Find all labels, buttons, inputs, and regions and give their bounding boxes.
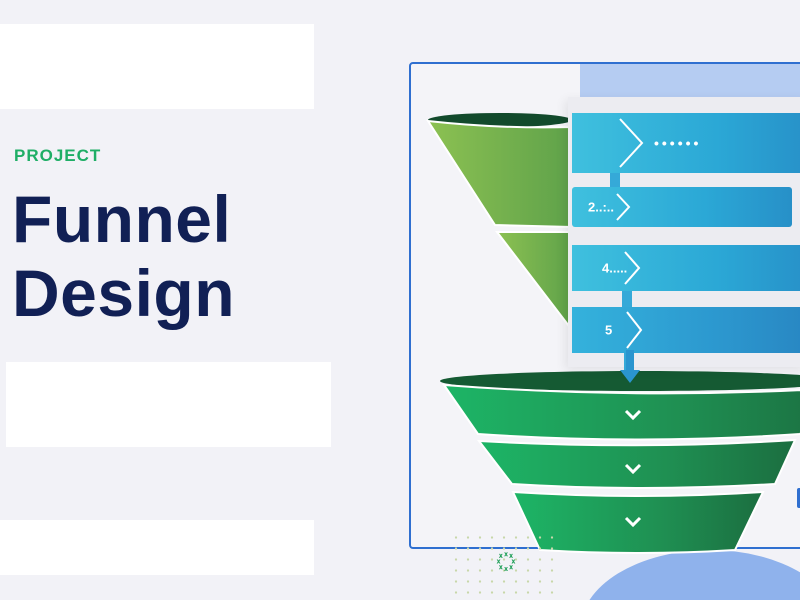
down-arrow-icon: [620, 350, 640, 383]
side-tab-marker: [797, 488, 800, 508]
step-connector-1: [610, 170, 620, 190]
funnel-step-1: ••••••: [572, 113, 800, 173]
step-4-label: 5: [605, 322, 613, 338]
step-3-label: 4.....: [602, 260, 628, 276]
step-2-label: 2..:..: [588, 199, 615, 215]
funnel-step-4: 5: [572, 307, 800, 353]
frame-header-band: [580, 64, 800, 98]
placeholder-block-top: [0, 24, 314, 109]
chevron-right-icon: [626, 311, 643, 349]
decorative-blob: [580, 550, 800, 600]
chevron-right-icon: [624, 251, 641, 285]
placeholder-block-bottom: [0, 520, 314, 575]
chevron-right-icon: [619, 118, 644, 168]
chevron-right-icon: [616, 193, 631, 221]
funnel-step-3: 4.....: [572, 245, 800, 291]
funnel-step-2: 2..:..: [572, 187, 792, 227]
step-connector-2: [622, 290, 632, 310]
title-line-2: Design: [12, 256, 236, 330]
title-line-1: Funnel: [12, 182, 232, 256]
decorative-dot-grid: [450, 532, 560, 600]
step-1-dots: ••••••: [654, 135, 702, 151]
page-title: Funnel Design: [12, 182, 235, 330]
eyebrow-label: PROJECT: [14, 146, 102, 165]
placeholder-block-middle: [6, 362, 331, 447]
